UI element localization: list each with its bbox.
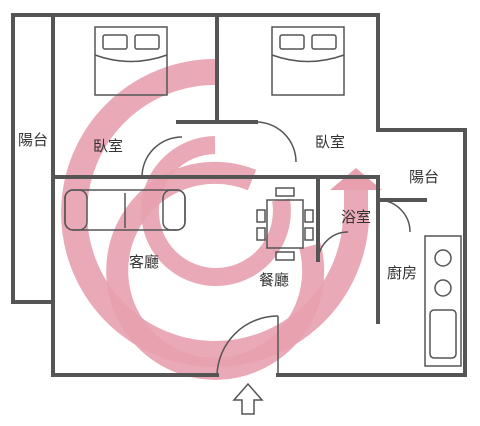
balcony-right-label: 陽台	[409, 168, 439, 186]
bedroom-left-label: 臥室	[93, 137, 123, 155]
stove-burner-1	[434, 249, 452, 267]
sofa	[64, 189, 186, 231]
bedroom-right-door	[255, 121, 297, 163]
spiral-middle-ring	[106, 161, 325, 380]
spiral-inner-ring	[140, 136, 291, 286]
sink	[429, 309, 457, 359]
bath-door	[317, 231, 349, 261]
living-room-label: 客廳	[129, 253, 159, 271]
doors	[141, 121, 411, 376]
walls	[11, 13, 467, 377]
stove-burner-2	[434, 279, 452, 297]
dining-table	[256, 187, 314, 261]
left-balcony-wall	[11, 13, 55, 304]
up-arrow-outline-icon	[232, 382, 264, 415]
kitchen-counter	[424, 235, 462, 367]
kitchen-label: 廚房	[387, 264, 417, 282]
entrance-door	[216, 315, 279, 376]
balcony-right-door	[377, 199, 411, 233]
right-balcony-top	[376, 128, 467, 377]
bed-left	[94, 26, 168, 96]
bathroom-label: 浴室	[341, 208, 371, 226]
bedroom-left-door	[141, 136, 183, 178]
balcony-left-label-1: 陽台	[18, 131, 48, 149]
spiral-overlay	[61, 59, 382, 380]
bedroom-right-label: 臥室	[315, 133, 345, 151]
dining-room-label: 餐廳	[259, 271, 289, 289]
bed-right	[271, 26, 345, 96]
